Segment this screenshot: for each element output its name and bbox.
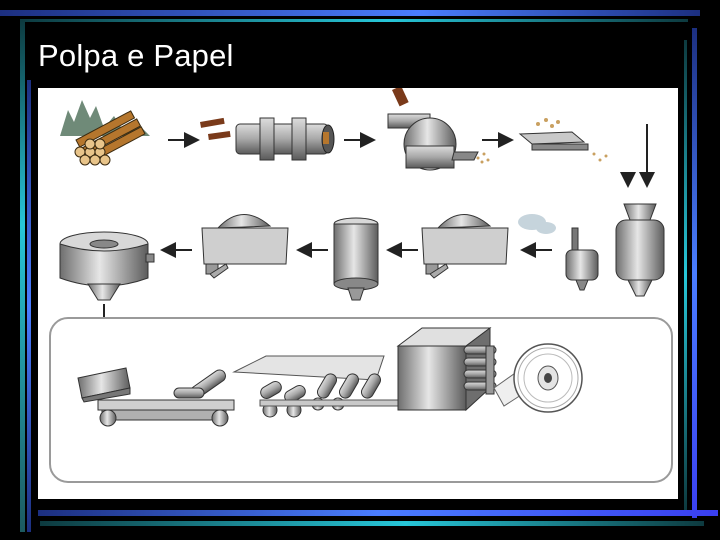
stock-chest-icon: [59, 231, 155, 301]
frame-bottom-bar: [38, 510, 718, 516]
frame-left-bar: [20, 20, 25, 532]
refiner-icon: [201, 214, 289, 279]
frame-top-bar: [0, 10, 700, 16]
chipper-icon: [387, 88, 490, 171]
digester-icon: [615, 203, 665, 297]
debarking-drum-icon: [200, 117, 335, 161]
dryer-section-icon: [232, 355, 403, 418]
washer-icon: [565, 227, 599, 291]
slide-title: Polpa e Papel: [38, 38, 234, 73]
frame-right-bar: [692, 28, 697, 518]
chip-screen-icon: [518, 118, 608, 162]
diagram-panel: [38, 88, 678, 499]
frame-top-bar-inner: [20, 19, 688, 22]
refiner-icon: [421, 214, 509, 279]
calender-stack-icon: [396, 327, 497, 412]
frame-right-bar-inner: [684, 40, 687, 510]
frame-left-bar-inner: [27, 80, 31, 532]
paper-machine-icon: [77, 367, 235, 427]
storage-tank-icon: [333, 217, 379, 301]
steam-icon: [518, 214, 556, 234]
paper-roll-icon: [493, 343, 583, 413]
logs-icon: [60, 100, 150, 166]
frame-bottom-bar-inner: [40, 521, 704, 526]
pulp-paper-process-diagram: [49, 88, 673, 483]
